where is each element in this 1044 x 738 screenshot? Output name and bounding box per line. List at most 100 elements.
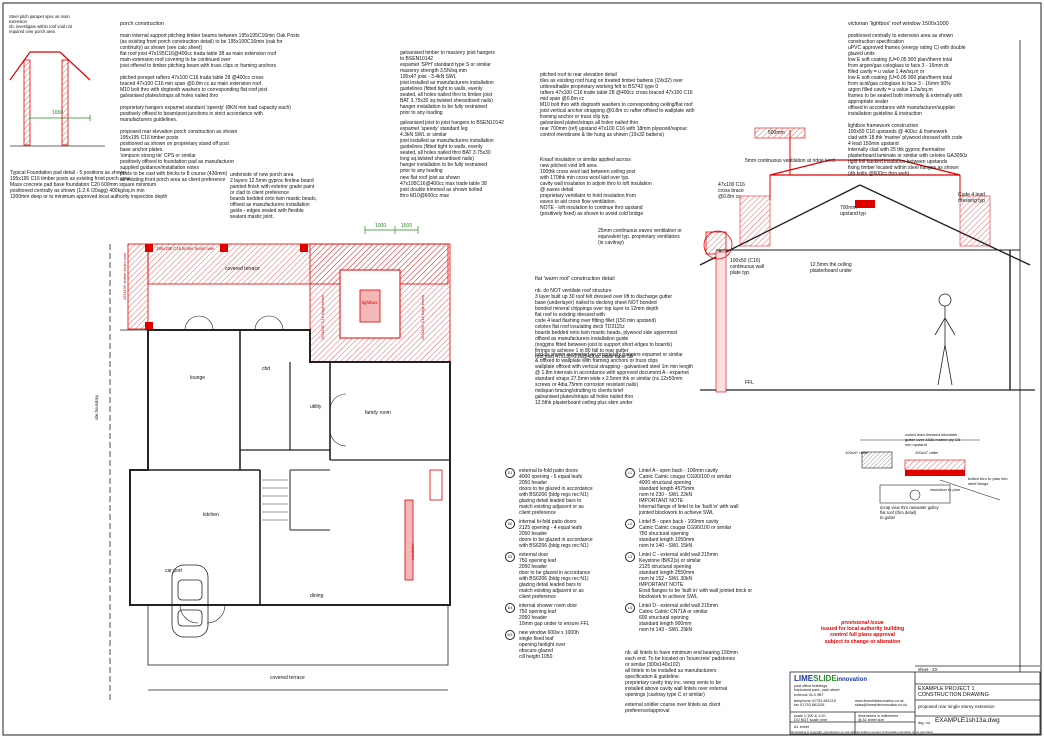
scale-note: scale 1:100 & 1:20 DO NOT scale print — [794, 714, 828, 723]
ridge-beam-1: 195x195 C16 ridge beam — [320, 295, 325, 340]
soldier-course-note: external soldier course over lintels as … — [625, 702, 721, 714]
section-rafter: 47x100 C16 cross brace @0.8m cc — [718, 182, 745, 200]
schedule-tag: L2 — [625, 519, 635, 529]
schedule-tag: D3 — [505, 552, 515, 562]
schedule-tag: L4 — [625, 603, 635, 613]
schedule-body: internal shower room door 750 opening le… — [519, 603, 590, 627]
laid-note: laid as shown supported on proprietary h… — [535, 352, 694, 406]
section-lead: Code 4 lead dressing typ — [958, 192, 985, 204]
wardrobe-label: wardrobe — [410, 543, 415, 560]
schedule-body: external door 750 opening leaf 2050 head… — [519, 552, 591, 600]
title-block-frame — [789, 40, 1041, 735]
roof-section — [699, 127, 1035, 393]
lightbox-label: lightbox — [362, 300, 378, 305]
schedule-body: Lintel D - external solid wall 215mm Cat… — [639, 603, 718, 633]
lightbox-body: positioned centrally to extension area a… — [848, 33, 968, 177]
bolted-note: bolted thro to plan into steel flange — [968, 476, 1008, 486]
schedule-body: internal bi-fold patio doors 2125 openin… — [519, 519, 593, 549]
company-web: www.limeslideinnovation.co.uk sales@lime… — [855, 699, 907, 708]
room-kitchen: kitchen — [203, 512, 219, 518]
provisional-body: issued for local authority building cont… — [820, 626, 905, 645]
hangers-note-1: galvanised timber to masonry joist hange… — [400, 50, 496, 116]
project-title: EXAMPLE PROJECT 1 CONSTRUCTION DRAWING — [918, 686, 989, 699]
porch-body: main internal support pitching timber be… — [120, 33, 300, 183]
logo-lime: LIME — [794, 674, 814, 683]
timber-beam-top: 195x195 C16 timber beam over — [156, 246, 215, 251]
logo-innovation: innovation — [836, 677, 868, 683]
drawing-number: EXAMPLE1sh13a.dwg — [935, 717, 1000, 724]
hangers-note-2: galvanised joist to joist hangers to BSE… — [400, 120, 504, 174]
schedule-tag: L1 — [625, 468, 635, 478]
section-ceiling: 12.5mm thk ceiling plasterboard under — [810, 262, 852, 274]
batten-note-1: 100x47 rafter — [845, 450, 869, 455]
warm-roof-title: flat 'warm roof' construction detail — [535, 276, 615, 282]
site-boundary-label: site boundary — [94, 394, 99, 420]
schedule-body: Lintel A - open back - 100mm cavity Catn… — [639, 468, 739, 516]
drawing-description: proposed rear single storey extension — [918, 704, 995, 709]
schedule-tag: W1 — [505, 630, 515, 640]
schedule-item: D3 external door 750 opening leaf 2050 h… — [505, 552, 625, 600]
sketch-dim: 1650 — [52, 110, 64, 116]
schedule-item: D4 internal shower room door 750 opening… — [505, 603, 625, 627]
warm-roof-body: nb. do NOT ventilate roof structure 3 la… — [535, 288, 678, 360]
sketch-note: Steel pitch parapet spec as main extensi… — [9, 14, 73, 34]
copyright-footer: this drawing is copyright, reproduction … — [790, 730, 933, 734]
porch-construction-note: porch construction main internal support… — [120, 15, 335, 189]
pitched-roof-note: pitched roof to rear elevation detail ti… — [540, 72, 695, 138]
schedule-body: Lintel C - external solid wall 215mm Key… — [639, 552, 753, 600]
schedule-body: external bi-fold patio doors 4000 openin… — [519, 468, 593, 516]
schedule-item: L4 Lintel D - external solid wall 215mm … — [625, 603, 775, 633]
room-family: family room — [365, 410, 391, 416]
schedule-tag: L3 — [625, 552, 635, 562]
sheet-label: sheet - XX — [918, 667, 938, 672]
schedule-item: D1 external bi-fold patio doors 4000 ope… — [505, 468, 625, 516]
door-window-schedule: D1 external bi-fold patio doors 4000 ope… — [505, 468, 625, 663]
section-ridge-vent: 5mm continuous ventilation at ridge leve… — [745, 158, 836, 164]
schedule-item: D2 internal bi-fold patio doors 2125 ope… — [505, 519, 625, 549]
lintel-bearing-note: nb. all lintels to have minimum end bear… — [625, 650, 738, 698]
room-covered-terrace-bottom: covered terrace — [270, 675, 305, 681]
schedule-body: Lintel B - open back - 100mm cavity Catn… — [639, 519, 732, 549]
provisional-title: provisional issue — [841, 620, 884, 626]
section-upstand: 700mm upstand typ — [840, 205, 866, 217]
section-wallplate: 100x50 (C16) continuous wall plate typ. — [730, 258, 765, 276]
company-address: post office buildings frantuama park, pa… — [794, 684, 840, 697]
warm-roof-note: flat 'warm roof' construction detail nb.… — [535, 270, 745, 366]
lead-dressed-note: code4 lead dressed intoraider gutter ove… — [905, 432, 961, 447]
logo-slide: SLIDE — [813, 674, 837, 683]
room-covered-terrace-top: covered terrace — [225, 266, 260, 272]
dim-a: 1000 — [375, 223, 387, 229]
knauf-note: Knauf insulation or similar applied acro… — [540, 157, 652, 217]
flat-joist-note: new flat roof joist as shown 47x195C16@4… — [400, 175, 487, 199]
dimensions-note: dimensions in millimetres @ A1 sheet siz… — [858, 714, 899, 723]
provisional-stamp: provisional issue issued for local autho… — [810, 620, 915, 645]
gutter-note: scrap view thro rainwater gulley flat ro… — [880, 505, 939, 520]
schedule-body: new window 600w x 1000h single fixed lea… — [519, 630, 579, 660]
schedule-tag: D2 — [505, 519, 515, 529]
room-utility: utility — [310, 404, 322, 410]
drawing-number-label: drg. no. — [918, 721, 931, 725]
vent-note: 25mm continuous eaves ventilation or equ… — [598, 228, 682, 246]
schedule-tag: D1 — [505, 468, 515, 478]
lightbox-title: victorian 'lightbox' roof window 1500x10… — [848, 21, 949, 27]
timber-beam-left: 195x195 timber beam over — [122, 252, 127, 300]
schedule-tag: D4 — [505, 603, 515, 613]
room-dining: dining — [310, 593, 324, 599]
porch-title: porch construction — [120, 21, 165, 27]
foundation-note: Typical Foundation pad detail - 5 positi… — [10, 170, 168, 200]
batten-note-2: 100x47 rafter — [915, 450, 939, 455]
room-carport: car port — [165, 568, 182, 574]
room-cbd: cbd — [262, 366, 271, 372]
company-logo: LIMESLIDEinnovation — [794, 674, 867, 683]
insulation-tag: insulation to plan — [930, 487, 961, 492]
floor-plan — [109, 226, 451, 700]
section-top-dim: 500mm — [768, 130, 785, 136]
section-ffl: FFL — [745, 380, 754, 386]
sheet-size: A1 sheet — [794, 725, 809, 729]
schedule-item: L3 Lintel C - external solid wall 215mm … — [625, 552, 775, 600]
lightbox-note: victorian 'lightbox' roof window 1500x10… — [848, 15, 1028, 183]
room-lounge: lounge — [190, 375, 206, 381]
company-phone: telephone 01753 881215 fax 01753 881205 — [794, 699, 837, 708]
